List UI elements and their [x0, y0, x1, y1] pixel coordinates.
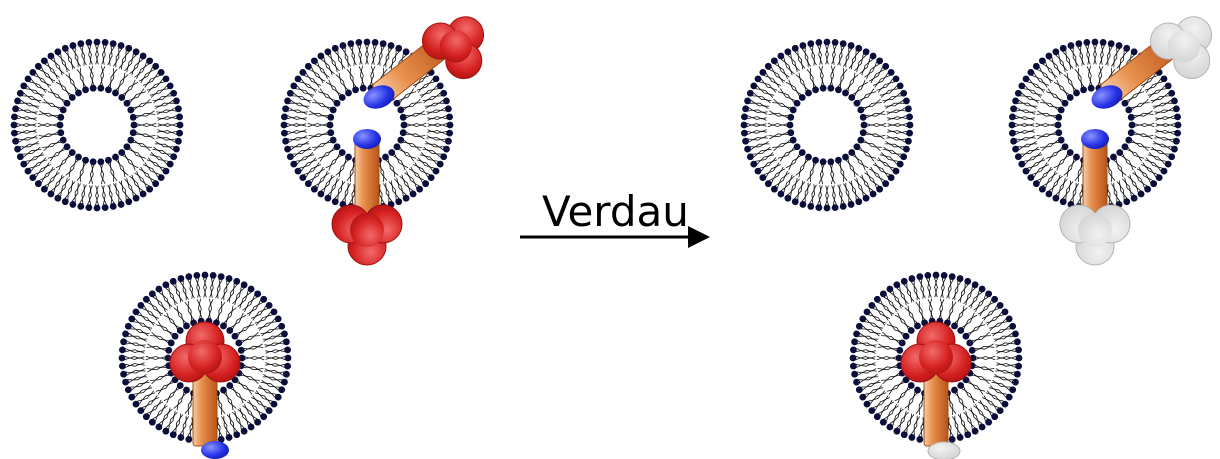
- protein-outward-upper-right: [363, 0, 504, 109]
- anchor-domain: [363, 85, 395, 109]
- protein-outward-upper-right-digested: [1091, 0, 1220, 109]
- vesicle-empty: [740, 38, 914, 212]
- vesicle-two-proteins: [280, 0, 504, 266]
- anchor-domain: [1091, 85, 1123, 109]
- vesicle-empty: [10, 38, 184, 212]
- after-group: [740, 0, 1220, 459]
- protein-outward-down-digested: [1059, 129, 1131, 266]
- protein-inward: [900, 321, 972, 459]
- digested-anchor: [927, 441, 961, 459]
- digested-domain: [1059, 204, 1131, 266]
- anchor-domain: [1081, 129, 1109, 149]
- arrow-head: [688, 226, 710, 248]
- vesicle-inner-protein: [118, 271, 292, 459]
- vesicle-inner-protein-protected: [849, 271, 1023, 459]
- anchor-domain: [201, 441, 229, 459]
- before-group: [10, 0, 504, 459]
- reaction-arrow: Verdau: [520, 187, 710, 248]
- protein-inward: [169, 321, 241, 459]
- vesicle-two-proteins-digested: [1008, 0, 1220, 266]
- anchor-domain: [353, 129, 381, 149]
- active-domain: [331, 204, 403, 266]
- protein-outward-down: [331, 129, 403, 266]
- arrow-label: Verdau: [542, 187, 689, 236]
